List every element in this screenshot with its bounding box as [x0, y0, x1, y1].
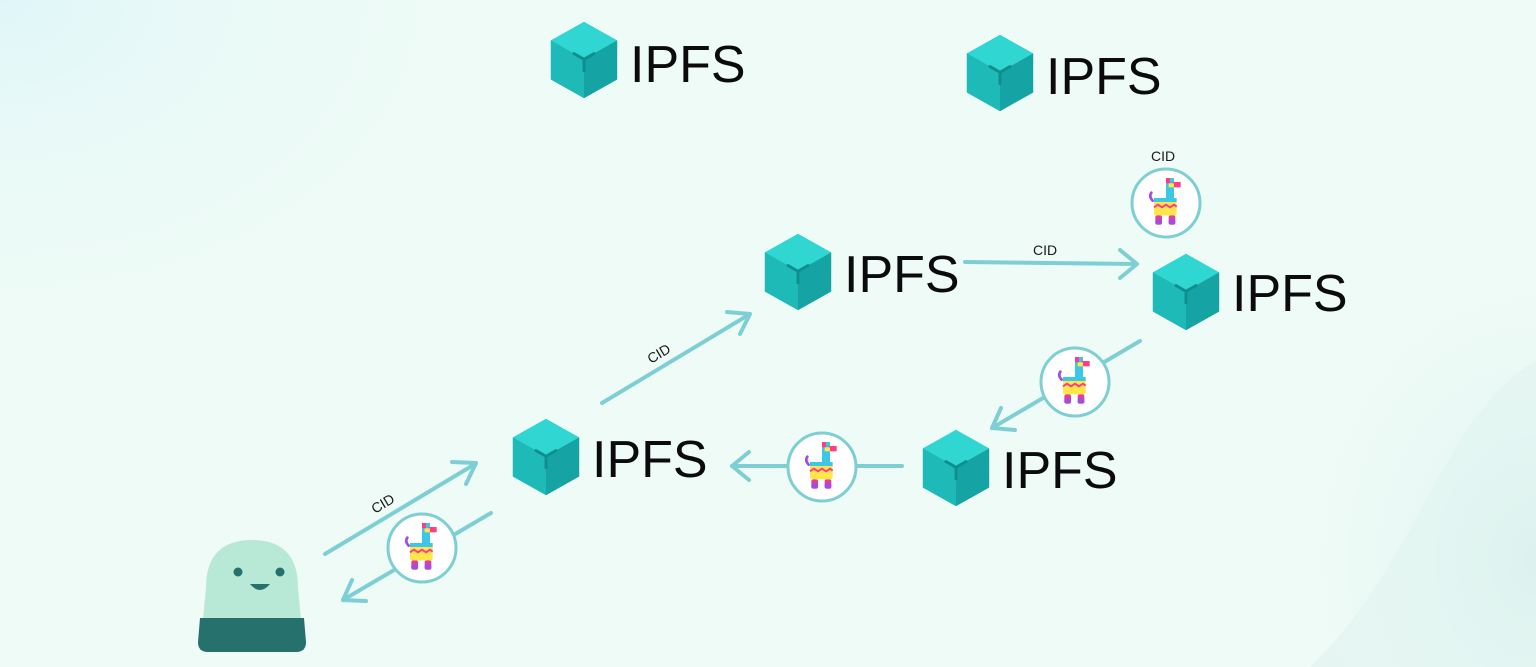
ipfs-node-label: IPFS: [1002, 442, 1118, 500]
ipfs-cube-icon: [549, 20, 619, 100]
pinata-llama-badge-left: [386, 512, 458, 584]
arrow-center-to-right: [963, 248, 1139, 280]
ipfs-cube-icon: [511, 417, 581, 497]
user-character-icon: [198, 540, 306, 652]
ipfs-node-right: IPFS: [1151, 252, 1348, 332]
ipfs-cube-icon: [921, 428, 991, 508]
arrow-left-to-center: [600, 310, 752, 405]
ipfs-node-top-right: IPFS: [965, 33, 1162, 113]
pinata-llama-badge-middle: [786, 431, 858, 503]
ipfs-node-bottom: IPFS: [921, 428, 1118, 508]
edge-label-cid-badge: CID: [1151, 148, 1175, 164]
ipfs-node-label: IPFS: [844, 246, 960, 304]
edge-label-cid-center-right: CID: [1033, 242, 1057, 258]
ipfs-cube-icon: [763, 232, 833, 312]
ipfs-node-center: IPFS: [763, 232, 960, 312]
arrow-user-to-left-node: [323, 460, 478, 556]
ipfs-node-label: IPFS: [1046, 48, 1162, 106]
ipfs-node-label: IPFS: [1232, 265, 1348, 323]
pinata-llama-badge-top: [1130, 167, 1202, 239]
ipfs-node-left: IPFS: [511, 417, 708, 497]
ipfs-node-label: IPFS: [630, 36, 746, 94]
ipfs-cube-icon: [1151, 252, 1221, 332]
ipfs-cube-icon: [965, 33, 1035, 113]
ipfs-node-label: IPFS: [592, 431, 708, 489]
pinata-llama-badge-right: [1039, 346, 1111, 418]
ipfs-node-top-left: IPFS: [549, 20, 746, 100]
